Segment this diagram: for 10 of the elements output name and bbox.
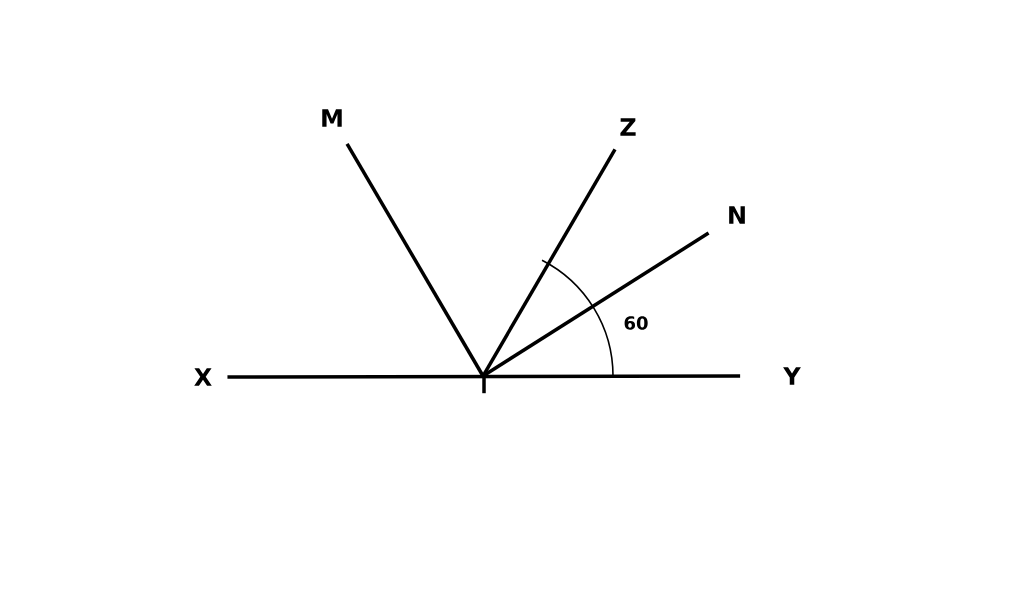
point-label: N: [729, 206, 745, 224]
line-segment: [482, 231, 710, 378]
line-segment: [227, 374, 741, 379]
point-label: Z: [620, 118, 636, 136]
angle-label: 60: [624, 316, 648, 330]
line-segment: [345, 142, 485, 377]
point-label: Y: [783, 367, 801, 385]
point-label: M: [322, 109, 342, 127]
line-segment: [481, 148, 617, 377]
point-label: X: [194, 368, 212, 386]
